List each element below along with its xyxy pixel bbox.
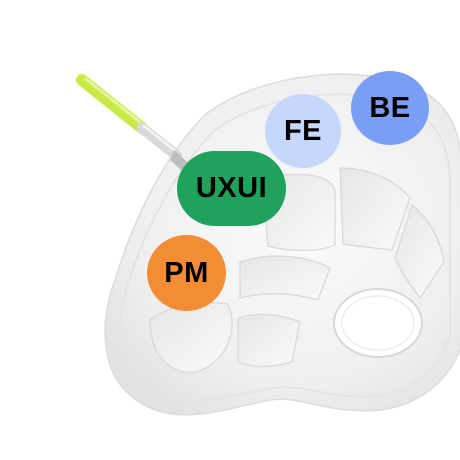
badge-uxui: UXUI — [177, 151, 286, 226]
badge-fe-label: FE — [283, 114, 323, 147]
paint-well — [394, 203, 445, 300]
paint-well — [339, 167, 411, 251]
badge-be-label: BE — [369, 91, 411, 124]
brush-handle — [76, 74, 148, 134]
badge-pm: PM — [147, 235, 226, 311]
badge-pm-label: PM — [164, 256, 209, 289]
paint-well — [239, 255, 331, 301]
paint-well — [237, 313, 301, 368]
badge-uxui-label: UXUI — [195, 172, 268, 204]
badge-be: BE — [351, 71, 429, 145]
brush-ferrule — [136, 122, 182, 161]
badge-fe: FE — [265, 94, 341, 168]
paint-brush — [76, 74, 196, 176]
paint-wells — [149, 167, 445, 373]
